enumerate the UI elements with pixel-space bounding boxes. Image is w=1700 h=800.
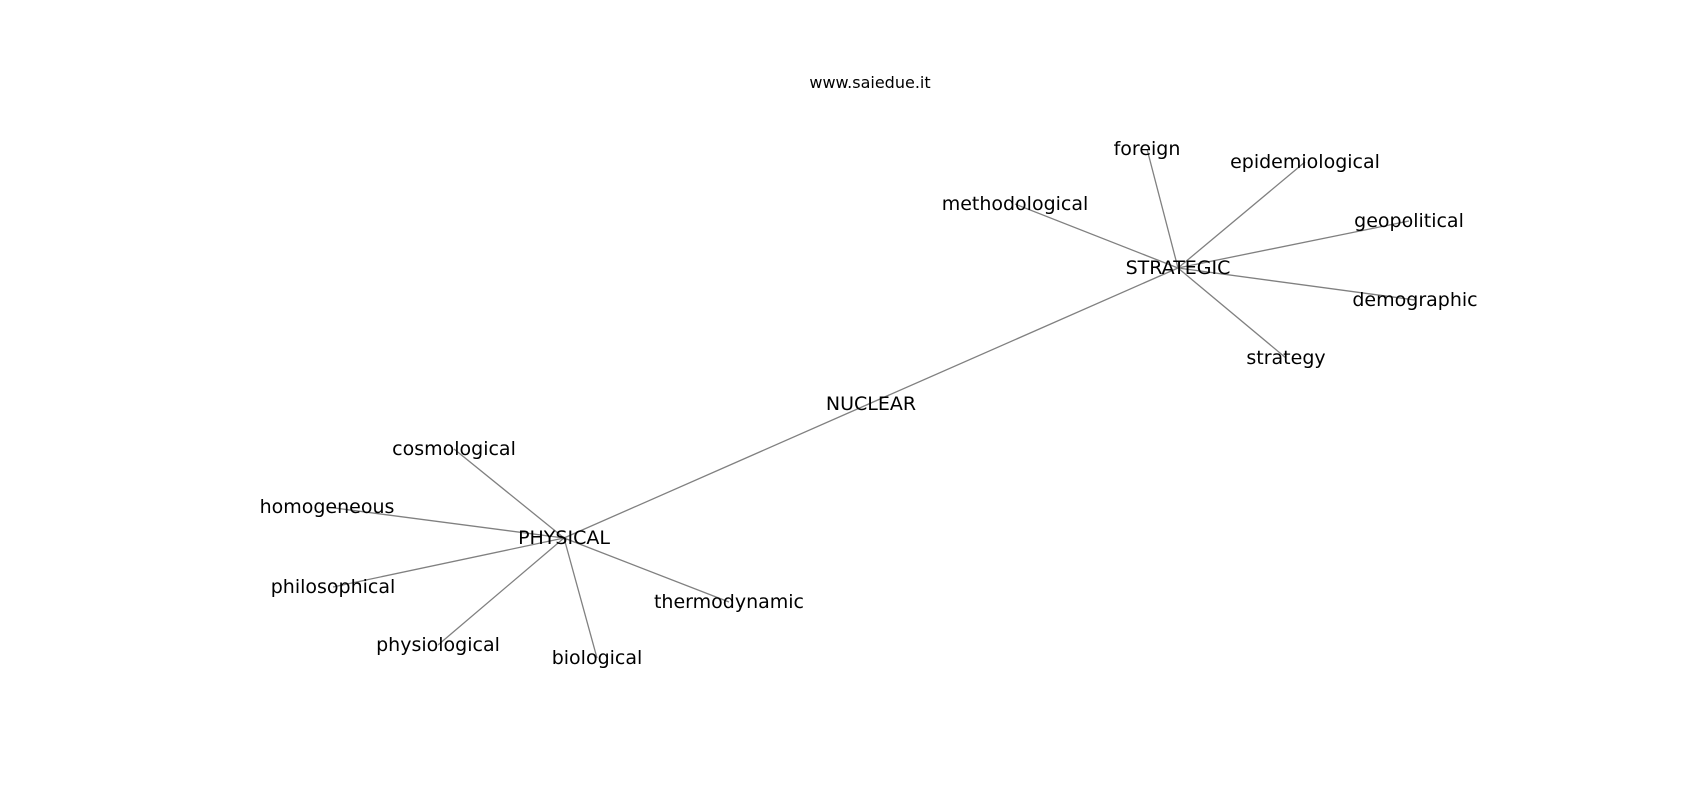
edge-physical-physiological	[437, 537, 565, 646]
edge-physical-strategic	[563, 267, 1179, 539]
node-label-geopolitical: geopolitical	[1354, 210, 1464, 232]
node-label-thermodynamic: thermodynamic	[654, 591, 804, 613]
edge-strategic-strategy	[1177, 267, 1287, 359]
node-label-strategic: STRATEGIC	[1126, 257, 1231, 279]
edge-physical-thermodynamic	[563, 537, 730, 603]
node-label-foreign: foreign	[1114, 138, 1181, 160]
edge-strategic-geopolitical	[1177, 220, 1410, 269]
edge-physical-homogeneous	[326, 506, 565, 539]
node-label-cosmological: cosmological	[392, 438, 516, 460]
edge-physical-philosophical	[332, 537, 565, 588]
node-label-philosophical: philosophical	[271, 576, 396, 598]
graph-edges	[326, 148, 1416, 659]
edge-strategic-demographic	[1177, 267, 1416, 301]
edge-strategic-methodological	[1014, 203, 1179, 269]
graph-node-labels: NUCLEAR STRATEGIC PHYSICAL foreign epidemiol…	[260, 138, 1478, 669]
node-label-demographic: demographic	[1352, 289, 1477, 311]
edge-strategic-foreign	[1146, 148, 1179, 269]
node-label-homogeneous: homogeneous	[260, 496, 395, 518]
node-label-physiological: physiological	[376, 634, 500, 656]
node-label-epidemiological: epidemiological	[1230, 151, 1380, 173]
node-label-biological: biological	[552, 647, 643, 669]
edge-strategic-epidemiological	[1177, 161, 1306, 269]
edge-physical-cosmological	[453, 448, 565, 539]
node-label-physical: PHYSICAL	[518, 527, 610, 549]
edge-physical-biological	[563, 537, 598, 659]
watermark-text: www.saiedue.it	[809, 73, 930, 92]
node-label-nuclear: NUCLEAR	[826, 393, 916, 415]
node-label-strategy: strategy	[1246, 347, 1325, 369]
node-label-methodological: methodological	[942, 193, 1089, 215]
